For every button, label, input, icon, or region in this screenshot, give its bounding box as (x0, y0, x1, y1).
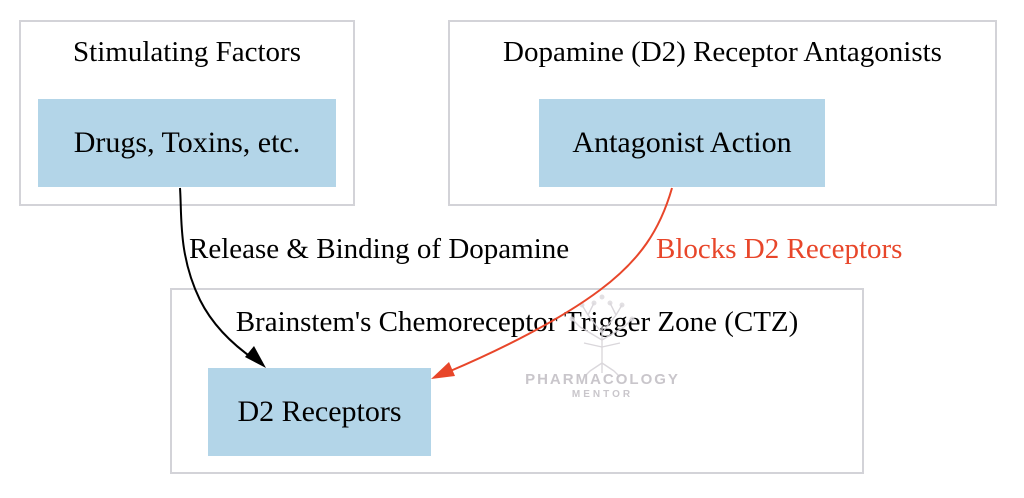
edge-label-blocks-d2: Blocks D2 Receptors (656, 233, 903, 265)
edge-blocks-d2 (447, 187, 673, 373)
node-drugs-toxins[interactable]: Drugs, Toxins, etc. (38, 99, 336, 187)
node-antagonist-action[interactable]: Antagonist Action (539, 99, 825, 187)
edge-release-binding (179, 187, 259, 363)
edge-release-arrowhead (245, 346, 266, 368)
node-d2-receptors[interactable]: D2 Receptors (208, 368, 431, 456)
edge-blocks-arrowhead (431, 362, 455, 379)
cluster-title-dopamine-antagonists: Dopamine (D2) Receptor Antagonists (503, 36, 942, 68)
edge-label-release-binding: Release & Binding of Dopamine (189, 233, 570, 265)
cluster-title-ctz: Brainstem's Chemoreceptor Trigger Zone (… (235, 306, 799, 338)
cluster-title-stimulating-factors: Stimulating Factors (73, 36, 301, 68)
